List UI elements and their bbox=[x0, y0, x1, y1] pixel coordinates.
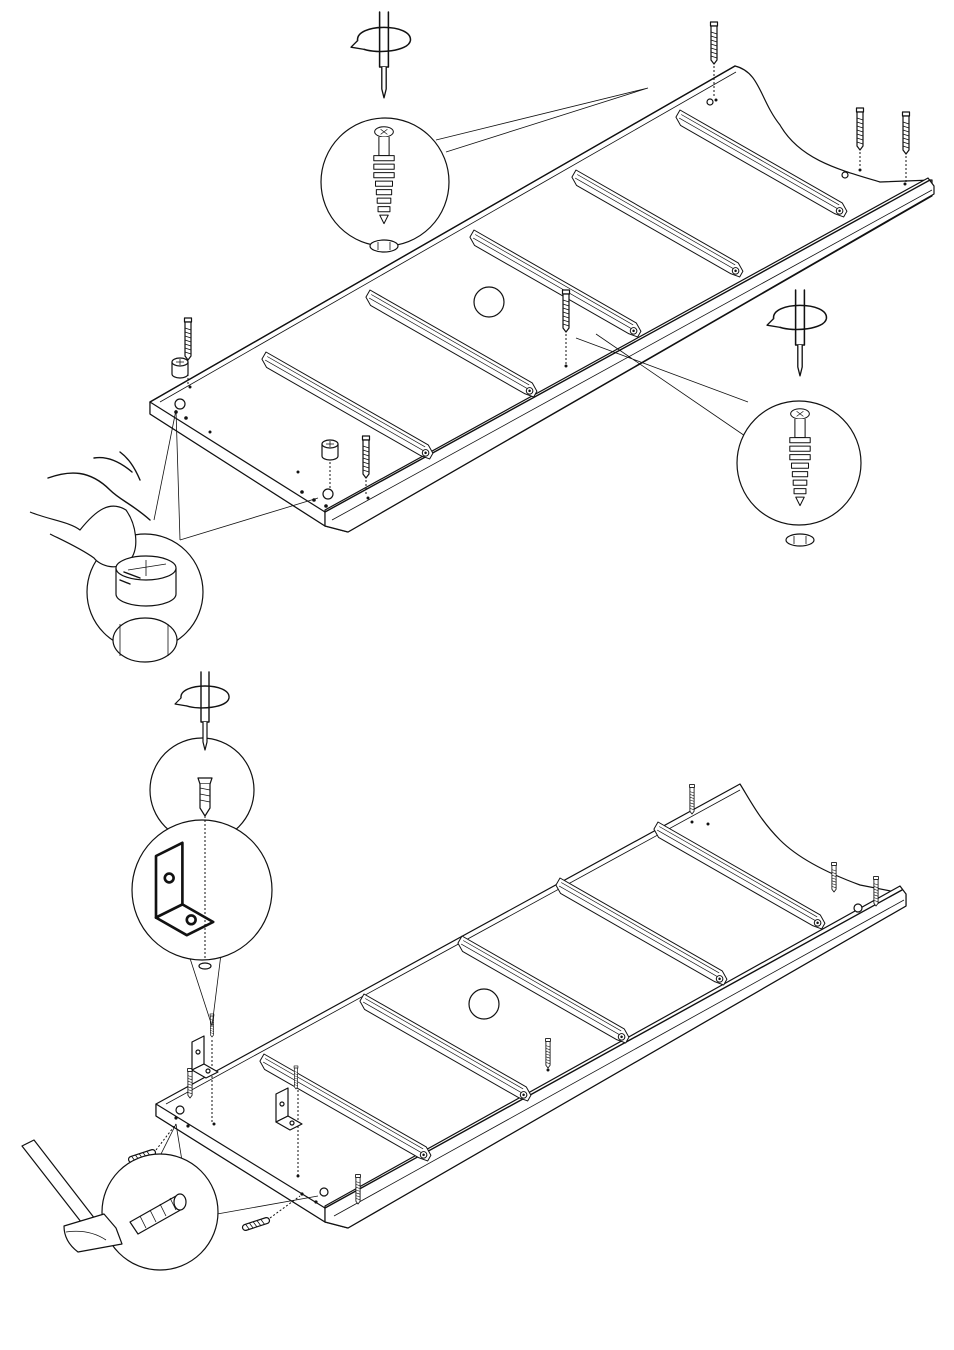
bottom-panel-2 bbox=[156, 784, 906, 1228]
step-2-assembly bbox=[22, 672, 906, 1270]
inset-screwdriver-fixing-l-bracket bbox=[132, 672, 272, 1026]
dowel-2 bbox=[242, 1217, 270, 1231]
step-1-assembly bbox=[30, 12, 934, 662]
l-bracket-1 bbox=[192, 1036, 218, 1078]
